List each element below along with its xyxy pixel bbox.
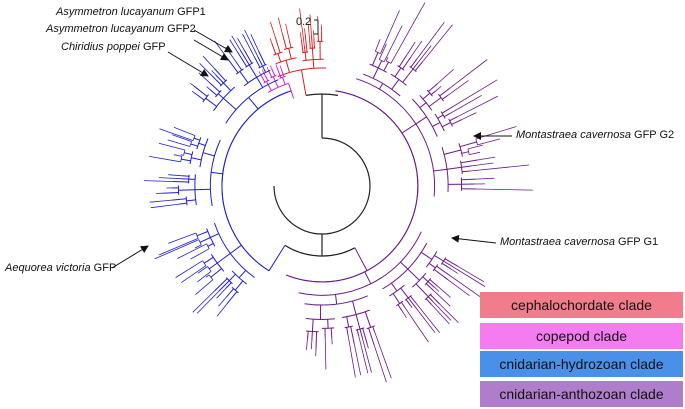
label-chiridius: Chiridius poppei GFP	[61, 41, 166, 53]
label-montastraea-g2: Montastraea cavernosa GFP G2	[516, 129, 675, 141]
scale-bar	[314, 19, 319, 35]
legend-copepod: copepod clade	[480, 323, 683, 349]
copepod-branches	[258, 64, 295, 99]
legend-anthozoan: cnidarian-anthozoan clade	[480, 381, 683, 407]
cephalochordate-branches	[269, 8, 327, 96]
anthozoan-branches	[285, 2, 533, 383]
hydrozoan-branches	[143, 29, 292, 317]
label-montastraea-g1: Montastraea cavernosa GFP G1	[500, 236, 659, 248]
label-asymmetron-gfp1: Asymmetron lucayanum GFP1	[56, 6, 206, 18]
label-arrows	[111, 29, 512, 269]
scale-bar-label: 0.2	[296, 16, 312, 28]
label-aequorea: Aequorea victoria GFP	[5, 262, 117, 274]
legend-hydrozoan: cnidarian-hydrozoan clade	[480, 351, 683, 377]
tree-backbone	[273, 93, 371, 257]
legend-cephalochordate: cephalochordate clade	[480, 292, 683, 318]
label-asymmetron-gfp2: Asymmetron lucayanum GFP2	[46, 23, 196, 35]
